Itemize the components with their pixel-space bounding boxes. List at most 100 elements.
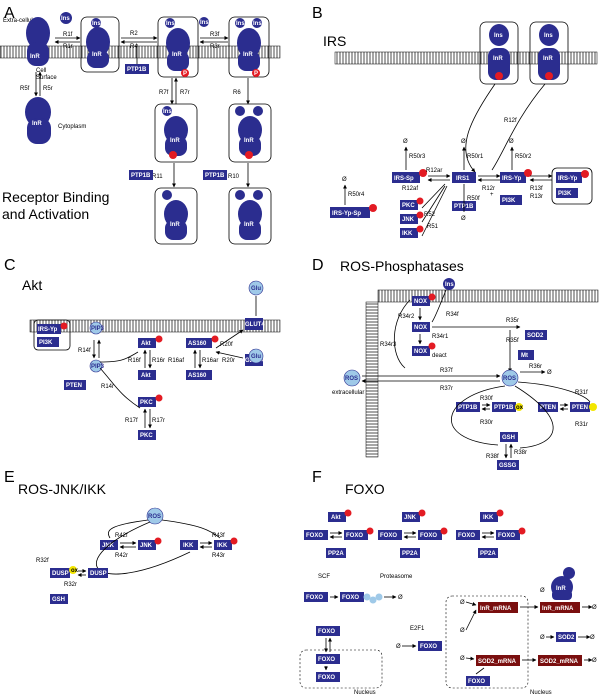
svg-text:Glu: Glu [251,286,261,292]
inr-receptor: InR [26,17,50,66]
svg-text:R50r1: R50r1 [467,154,484,160]
svg-text:ROS: ROS [148,514,161,520]
svg-text:PTP1B: PTP1B [205,173,225,179]
panel-e-title: ROS-JNK/IKK [18,481,107,497]
svg-text:DUSP: DUSP [52,571,69,577]
svg-text:FOXO: FOXO [420,644,437,650]
svg-text:IKK: IKK [183,543,194,549]
svg-text:DUSP: DUSP [90,571,107,577]
svg-text:FOXO: FOXO [458,533,475,539]
panel-a-title: Receptor Binding [2,189,109,205]
svg-text:Mt: Mt [521,353,528,359]
svg-text:IRS-Sp: IRS-Sp [394,176,414,182]
svg-text:R34r1: R34r1 [432,334,449,340]
svg-text:Ins: Ins [544,33,553,39]
svg-text:R16r: R16r [152,358,165,364]
svg-text:InR: InR [243,52,253,58]
svg-text:PP2A: PP2A [328,551,344,557]
ins-ligand: Ins [60,12,72,24]
svg-text:InR: InR [170,138,180,144]
svg-text:R35r: R35r [506,318,519,324]
svg-text:JNK: JNK [402,217,415,223]
svg-text:Ø: Ø [590,635,595,641]
svg-text:FOXO: FOXO [468,679,485,685]
svg-text:R17f: R17f [125,418,138,424]
svg-text:R43r: R43r [212,553,225,559]
svg-text:E2F1: E2F1 [410,626,425,632]
svg-text:NOX: NOX [414,349,427,355]
svg-text:NOX: NOX [414,299,427,305]
svg-text:R17r: R17r [152,418,165,424]
svg-text:PKC: PKC [402,203,415,209]
svg-text:R7f: R7f [159,90,169,96]
svg-text:R3f: R3f [210,32,220,38]
svg-text:R30r: R30r [480,420,493,426]
svg-text:R4: R4 [130,44,138,50]
svg-text:IKK: IKK [402,231,413,237]
svg-text:R42r: R42r [115,553,128,559]
svg-text:R36r: R36r [529,364,542,370]
svg-text:Nucleus: Nucleus [530,690,552,696]
panel-d: D ROS-Phosphatases Ins NOX NOX NOX deact… [312,257,599,470]
svg-text:E: E [4,469,15,486]
svg-text:R37f: R37f [440,368,453,374]
svg-text:GSSG: GSSG [499,463,517,469]
svg-text:Ins: Ins [445,282,454,288]
svg-text:R16f: R16f [128,358,141,364]
svg-text:R11: R11 [152,174,163,180]
svg-text:Ins: Ins [236,21,245,27]
svg-text:R16ar: R16ar [202,358,218,364]
panel-a: A Extra-cellular InR Ins Cell Surface In… [0,5,281,245]
panel-d-title: ROS-Phosphatases [340,258,464,274]
svg-text:R31r: R31r [575,422,588,428]
pip3-icon [89,321,103,335]
svg-text:R16af: R16af [168,358,184,364]
svg-text:NOX: NOX [414,325,427,331]
svg-text:R2: R2 [130,31,138,37]
svg-text:IRS-Yp: IRS-Yp [502,176,522,182]
svg-text:R34r3: R34r3 [380,342,397,348]
svg-text:R50r2: R50r2 [515,154,532,160]
svg-text:Akt: Akt [141,341,151,347]
panel-b-title: IRS [323,33,346,49]
panel-e: E ROS-JNK/IKK ROS JNK JNK R42f R42r IKK … [4,469,238,604]
svg-text:JNK: JNK [140,543,153,549]
svg-text:R35f: R35f [506,338,519,344]
svg-text:IRS1: IRS1 [456,176,470,182]
svg-text:R37r: R37r [440,386,453,392]
svg-text:R50f: R50f [467,196,480,202]
svg-text:SOD2: SOD2 [527,333,544,339]
svg-text:PKC: PKC [140,400,153,406]
svg-text:F: F [312,469,322,486]
svg-text:Ins: Ins [494,33,503,39]
svg-text:R20f: R20f [220,342,233,348]
svg-text:SOD2_mRNA: SOD2_mRNA [540,659,579,665]
svg-text:Ins: Ins [61,16,70,22]
inr-ins-complex [80,16,120,73]
svg-text:Ø: Ø [540,588,545,594]
svg-text:GLUT4: GLUT4 [245,322,265,328]
svg-text:PI3K: PI3K [502,198,516,204]
svg-text:R7r: R7r [180,90,190,96]
svg-text:R30f: R30f [480,396,493,402]
svg-text:InR: InR [92,52,102,58]
svg-text:R12f: R12f [504,118,517,124]
svg-text:IKK: IKK [217,543,228,549]
irs1-box [452,172,476,183]
svg-text:PTP1B: PTP1B [131,173,151,179]
svg-text:InR: InR [543,56,553,62]
svg-text:InR_mRNA: InR_mRNA [542,606,574,612]
svg-text:D: D [312,257,324,274]
svg-text:Ø: Ø [398,595,403,601]
svg-text:Akt: Akt [331,515,341,521]
svg-text:InR: InR [170,222,180,228]
svg-text:GSH: GSH [502,435,515,441]
svg-text:Proteasome: Proteasome [380,574,413,580]
svg-text:R5r: R5r [43,86,53,92]
svg-text:R38r: R38r [514,450,527,456]
svg-text:IRS-Yp-Sp: IRS-Yp-Sp [332,211,361,217]
svg-text:R34r2: R34r2 [398,314,415,320]
svg-text:+: + [490,192,494,198]
svg-text:SCF: SCF [318,574,330,580]
